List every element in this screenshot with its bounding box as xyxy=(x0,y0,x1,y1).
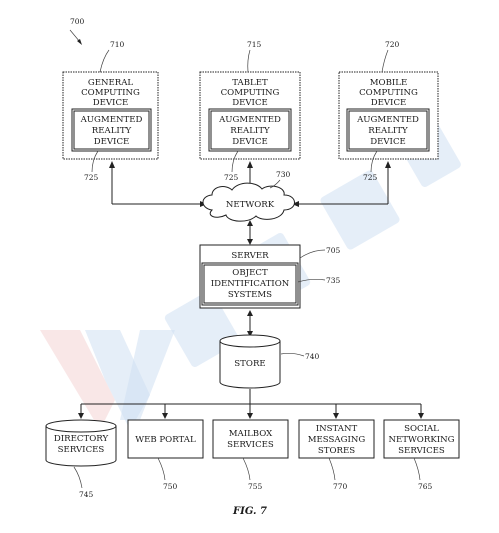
server-ref: 705 xyxy=(326,246,341,255)
ar-ref-leader xyxy=(231,150,239,173)
network-ref: 730 xyxy=(276,170,291,179)
service-label-1: WEB PORTAL xyxy=(135,435,196,445)
service-label-2: MESSAGING xyxy=(308,435,366,445)
service-ref: 765 xyxy=(418,482,433,491)
device-title-3: DEVICE xyxy=(371,98,407,108)
service-ref: 745 xyxy=(79,490,94,499)
server-box: SERVER OBJECT IDENTIFICATION SYSTEMS 705… xyxy=(199,244,341,309)
device-ref: 720 xyxy=(385,40,400,49)
device-title-1: TABLET xyxy=(232,78,268,88)
server-ref-leader xyxy=(299,249,326,259)
service-ref-leader xyxy=(73,466,83,489)
ar-device-label-3: DEVICE xyxy=(94,137,130,147)
ref-leader xyxy=(247,49,251,73)
ar-device-ref: 725 xyxy=(84,173,99,182)
service-label-3: STORES xyxy=(318,446,355,456)
ar-device-label-3: DEVICE xyxy=(370,137,406,147)
service-instant-messaging: INSTANT MESSAGING STORES 770 xyxy=(298,419,375,491)
ar-device-label-2: REALITY xyxy=(230,126,270,136)
ois-label-1: OBJECT xyxy=(232,268,268,278)
store-ref-leader xyxy=(280,352,305,357)
figure-ref: 700 xyxy=(70,17,85,26)
service-directory: DIRECTORY SERVICES 745 xyxy=(45,419,117,499)
network-server-connector xyxy=(247,220,253,245)
ar-device-ref: 725 xyxy=(363,173,378,182)
network-cloud: NETWORK 730 xyxy=(202,170,295,222)
service-label-3: SERVICES xyxy=(398,446,445,456)
service-ref: 750 xyxy=(163,482,178,491)
ar-device-label-1: AUGMENTED xyxy=(80,115,143,125)
device-title-3: DEVICE xyxy=(232,98,268,108)
ois-ref: 735 xyxy=(326,276,341,285)
device-ref: 715 xyxy=(247,40,262,49)
service-label-1: DIRECTORY xyxy=(54,434,109,444)
server-label: SERVER xyxy=(231,251,269,261)
ar-device-label-2: REALITY xyxy=(92,126,132,136)
service-ref-leader xyxy=(242,457,251,481)
service-label-2: SERVICES xyxy=(227,440,274,450)
service-web-portal: WEB PORTAL 750 xyxy=(127,419,204,491)
ar-device-label-2: REALITY xyxy=(368,126,408,136)
network-ref-leader xyxy=(269,179,281,189)
ar-ref-leader xyxy=(370,150,378,173)
ref-leader xyxy=(381,49,389,73)
ar-device-label-1: AUGMENTED xyxy=(356,115,419,125)
service-label-1: MAILBOX xyxy=(229,429,273,439)
service-ref-leader xyxy=(157,457,166,481)
figure-caption: FIG. 7 xyxy=(232,506,267,517)
service-mailbox: MAILBOX SERVICES 755 xyxy=(212,419,289,491)
ar-ref-leader xyxy=(91,150,99,173)
service-ref: 755 xyxy=(248,482,263,491)
device-ref: 710 xyxy=(110,40,125,49)
service-ref: 770 xyxy=(333,482,348,491)
server-store-connector xyxy=(247,310,253,337)
figure-ref-arrowhead xyxy=(77,39,82,45)
services-bus xyxy=(78,389,424,419)
device-mobile-computing: 720 MOBILE COMPUTING DEVICE AUGMENTED RE… xyxy=(338,40,439,182)
ois-label-2: IDENTIFICATION xyxy=(211,279,290,289)
ar-device-ref: 725 xyxy=(224,173,239,182)
ar-device-label-1: AUGMENTED xyxy=(218,115,281,125)
device-general-computing: 710 GENERAL COMPUTING DEVICE AUGMENTED R… xyxy=(62,40,159,182)
device-title-2: COMPUTING xyxy=(359,88,418,98)
service-label-1: SOCIAL xyxy=(404,424,439,434)
device-title-3: DEVICE xyxy=(93,98,129,108)
service-label-2: NETWORKING xyxy=(388,435,454,445)
service-label-1: INSTANT xyxy=(316,424,358,434)
ar-device-label-3: DEVICE xyxy=(232,137,268,147)
ref-leader xyxy=(99,49,110,73)
service-ref-leader xyxy=(413,457,421,481)
device-tablet-computing: 715 TABLET COMPUTING DEVICE AUGMENTED RE… xyxy=(199,40,301,182)
figure-ref-arrow xyxy=(69,29,81,43)
ois-label-3: SYSTEMS xyxy=(228,290,272,300)
service-social-networking: SOCIAL NETWORKING SERVICES 765 xyxy=(383,419,460,491)
device-title-1: GENERAL xyxy=(88,78,134,88)
device-title-2: COMPUTING xyxy=(221,88,280,98)
service-ref-leader xyxy=(328,457,336,481)
store-ref: 740 xyxy=(305,352,320,361)
ois-ref-leader xyxy=(297,278,326,283)
service-label-2: SERVICES xyxy=(58,445,105,455)
device-title-2: COMPUTING xyxy=(81,88,140,98)
store-label: STORE xyxy=(234,359,265,369)
device-title-1: MOBILE xyxy=(370,78,408,88)
network-label: NETWORK xyxy=(226,200,275,210)
store-cylinder: STORE 740 xyxy=(219,334,320,389)
